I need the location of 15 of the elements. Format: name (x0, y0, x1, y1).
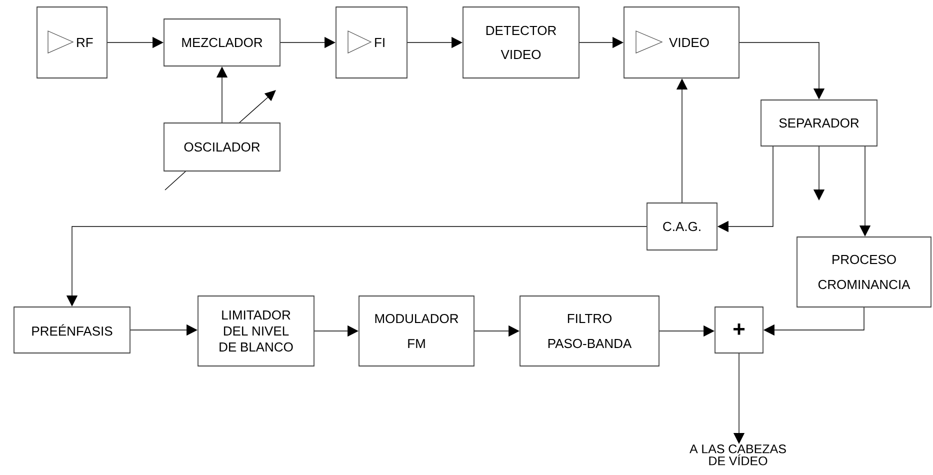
process-box: SEPARADOR (760, 100, 878, 146)
process-box: C.A.G. (646, 202, 718, 250)
process-box: DETECTOR VIDEO (462, 6, 580, 78)
amplifier-box: VIDEO (624, 6, 740, 78)
process-box: PREÉNFASIS (14, 306, 130, 354)
process-box: PROCESO CROMINANCIA (796, 236, 932, 308)
process-box: FILTRO PASO-BANDA (520, 296, 660, 366)
process-box: MEZCLADOR (164, 18, 280, 66)
amplifier-box: RF (36, 6, 108, 78)
amplifier-box: FI (336, 6, 408, 78)
adder-box: + (714, 306, 764, 354)
output-label: A LAS CABEZAS DE VÍDEO (690, 444, 786, 466)
process-box: LIMITADOR DEL NIVEL DE BLANCO (198, 296, 314, 366)
process-box: OSCILADOR (164, 122, 280, 172)
process-box: MODULADOR FM (358, 296, 474, 366)
